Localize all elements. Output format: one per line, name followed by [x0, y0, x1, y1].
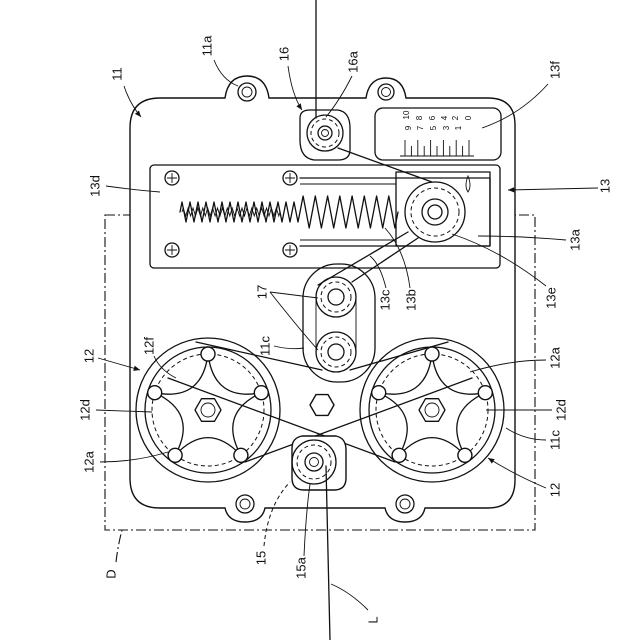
label-12d-right: 12d: [553, 399, 568, 421]
label-15: 15: [253, 551, 268, 565]
label-12a-left: 12a: [81, 450, 96, 472]
scale-number: 7: [416, 125, 425, 130]
screw: [283, 171, 297, 185]
scale-number: 5: [429, 125, 438, 130]
reel-knob: [478, 386, 492, 400]
label-12-right: 12: [547, 483, 562, 497]
screw: [165, 243, 179, 257]
scale-number: 9: [404, 125, 413, 130]
scale-number: 4: [440, 115, 449, 120]
label-17: 17: [254, 285, 269, 299]
label-d: D: [103, 569, 118, 578]
reel-knob: [254, 386, 268, 400]
lower-pulley-unit: [292, 436, 346, 490]
label-11a: 11a: [199, 35, 214, 56]
label-11: 11: [109, 67, 124, 81]
reel-knob: [201, 347, 215, 361]
label-l: L: [365, 616, 380, 623]
scale-number: 2: [451, 115, 460, 120]
reel-knob: [458, 448, 472, 462]
label-11c-upper: 11c: [257, 336, 272, 356]
scale-number: 6: [428, 115, 437, 120]
reel-knob: [168, 448, 182, 462]
reel-knob: [148, 386, 162, 400]
label-12a-right: 12a: [547, 346, 562, 368]
label-16a: 16a: [345, 50, 360, 72]
label-13e: 13e: [543, 287, 558, 309]
scale-number: 8: [415, 115, 424, 120]
label-13d: 13d: [87, 175, 102, 197]
label-16: 16: [276, 47, 291, 61]
label-11c-lower: 11c: [547, 430, 562, 450]
label-12f: 12f: [141, 337, 156, 355]
label-12d-left: 12d: [77, 399, 92, 421]
reel-knob: [425, 347, 439, 361]
scale-number: 0: [464, 115, 473, 120]
screw: [165, 171, 179, 185]
label-12-left: 12: [81, 349, 96, 363]
scale-number: 1: [454, 125, 463, 130]
reel-knob: [234, 448, 248, 462]
reel-knob: [372, 386, 386, 400]
label-13f: 13f: [547, 61, 562, 79]
label-13c: 13c: [377, 289, 392, 310]
reel-knob: [392, 448, 406, 462]
scale-number: 10: [402, 110, 411, 119]
label-13a: 13a: [567, 228, 582, 250]
screw: [283, 243, 297, 257]
label-15a: 15a: [293, 556, 308, 578]
label-13b: 13b: [403, 289, 418, 311]
label-13: 13: [597, 179, 612, 193]
scale-number: 3: [442, 125, 451, 130]
center-nut: [310, 395, 334, 416]
